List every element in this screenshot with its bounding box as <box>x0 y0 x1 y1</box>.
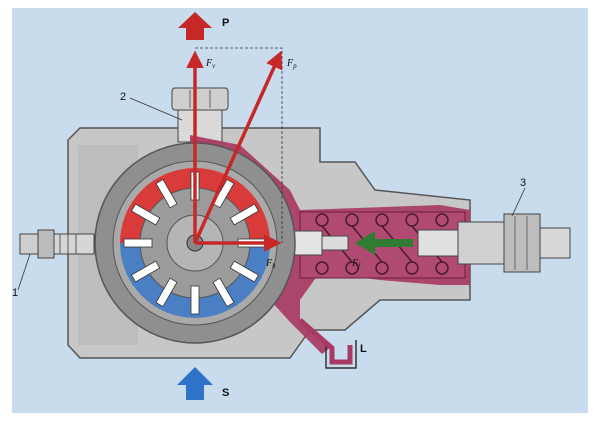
inlet-label: S <box>222 387 229 399</box>
part-3-label: 3 <box>520 177 526 189</box>
force-f-label: Ff <box>351 258 361 270</box>
force-construction-lines <box>195 47 283 243</box>
compensator-piston <box>291 230 323 256</box>
arrow-up-icon <box>177 367 213 400</box>
right-adjust-screw <box>457 213 571 273</box>
arrow-left-icon <box>355 231 413 255</box>
compensator-rod <box>321 235 349 251</box>
force-resultant-arrow <box>193 50 283 244</box>
force-h-label: Fh <box>265 258 276 270</box>
part-2-label: 2 <box>120 91 126 103</box>
force-p-label: Fp <box>286 58 297 70</box>
leak-passage <box>298 318 353 365</box>
leader-part3 <box>511 187 526 217</box>
spring-seat <box>417 229 459 257</box>
leader-part1 <box>17 253 31 291</box>
force-v-label: Fv <box>205 58 216 70</box>
top-fitting <box>171 87 229 143</box>
outlet-label: P <box>222 17 229 29</box>
leak-port <box>325 340 357 369</box>
leak-label: L <box>360 343 367 355</box>
part-1-label: 1 <box>12 287 18 299</box>
leader-part2 <box>129 97 183 121</box>
vanes <box>123 171 267 315</box>
arrow-up-icon <box>178 12 212 40</box>
left-adjust-screw <box>19 229 95 259</box>
